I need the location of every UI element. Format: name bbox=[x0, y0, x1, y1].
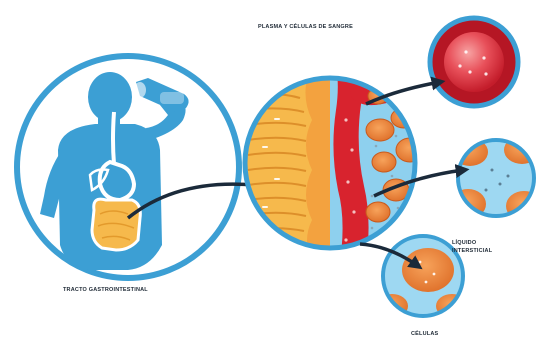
plasma-panel bbox=[240, 40, 424, 262]
plasma-label: PLASMA Y CÉLULAS DE SANGRE bbox=[258, 24, 353, 30]
interstitial-panel bbox=[450, 136, 542, 221]
gastrointestinal-label: TRACTO GASTROINTESTINAL bbox=[63, 287, 148, 293]
interstitial-label-line1: LÍQUIDO bbox=[452, 240, 476, 246]
interstitial-label-line2: INTERSTICIAL bbox=[452, 248, 492, 254]
cells-label: CÉLULAS bbox=[411, 331, 438, 337]
blood-cell-panel bbox=[430, 18, 520, 108]
gastrointestinal-panel bbox=[17, 56, 264, 278]
